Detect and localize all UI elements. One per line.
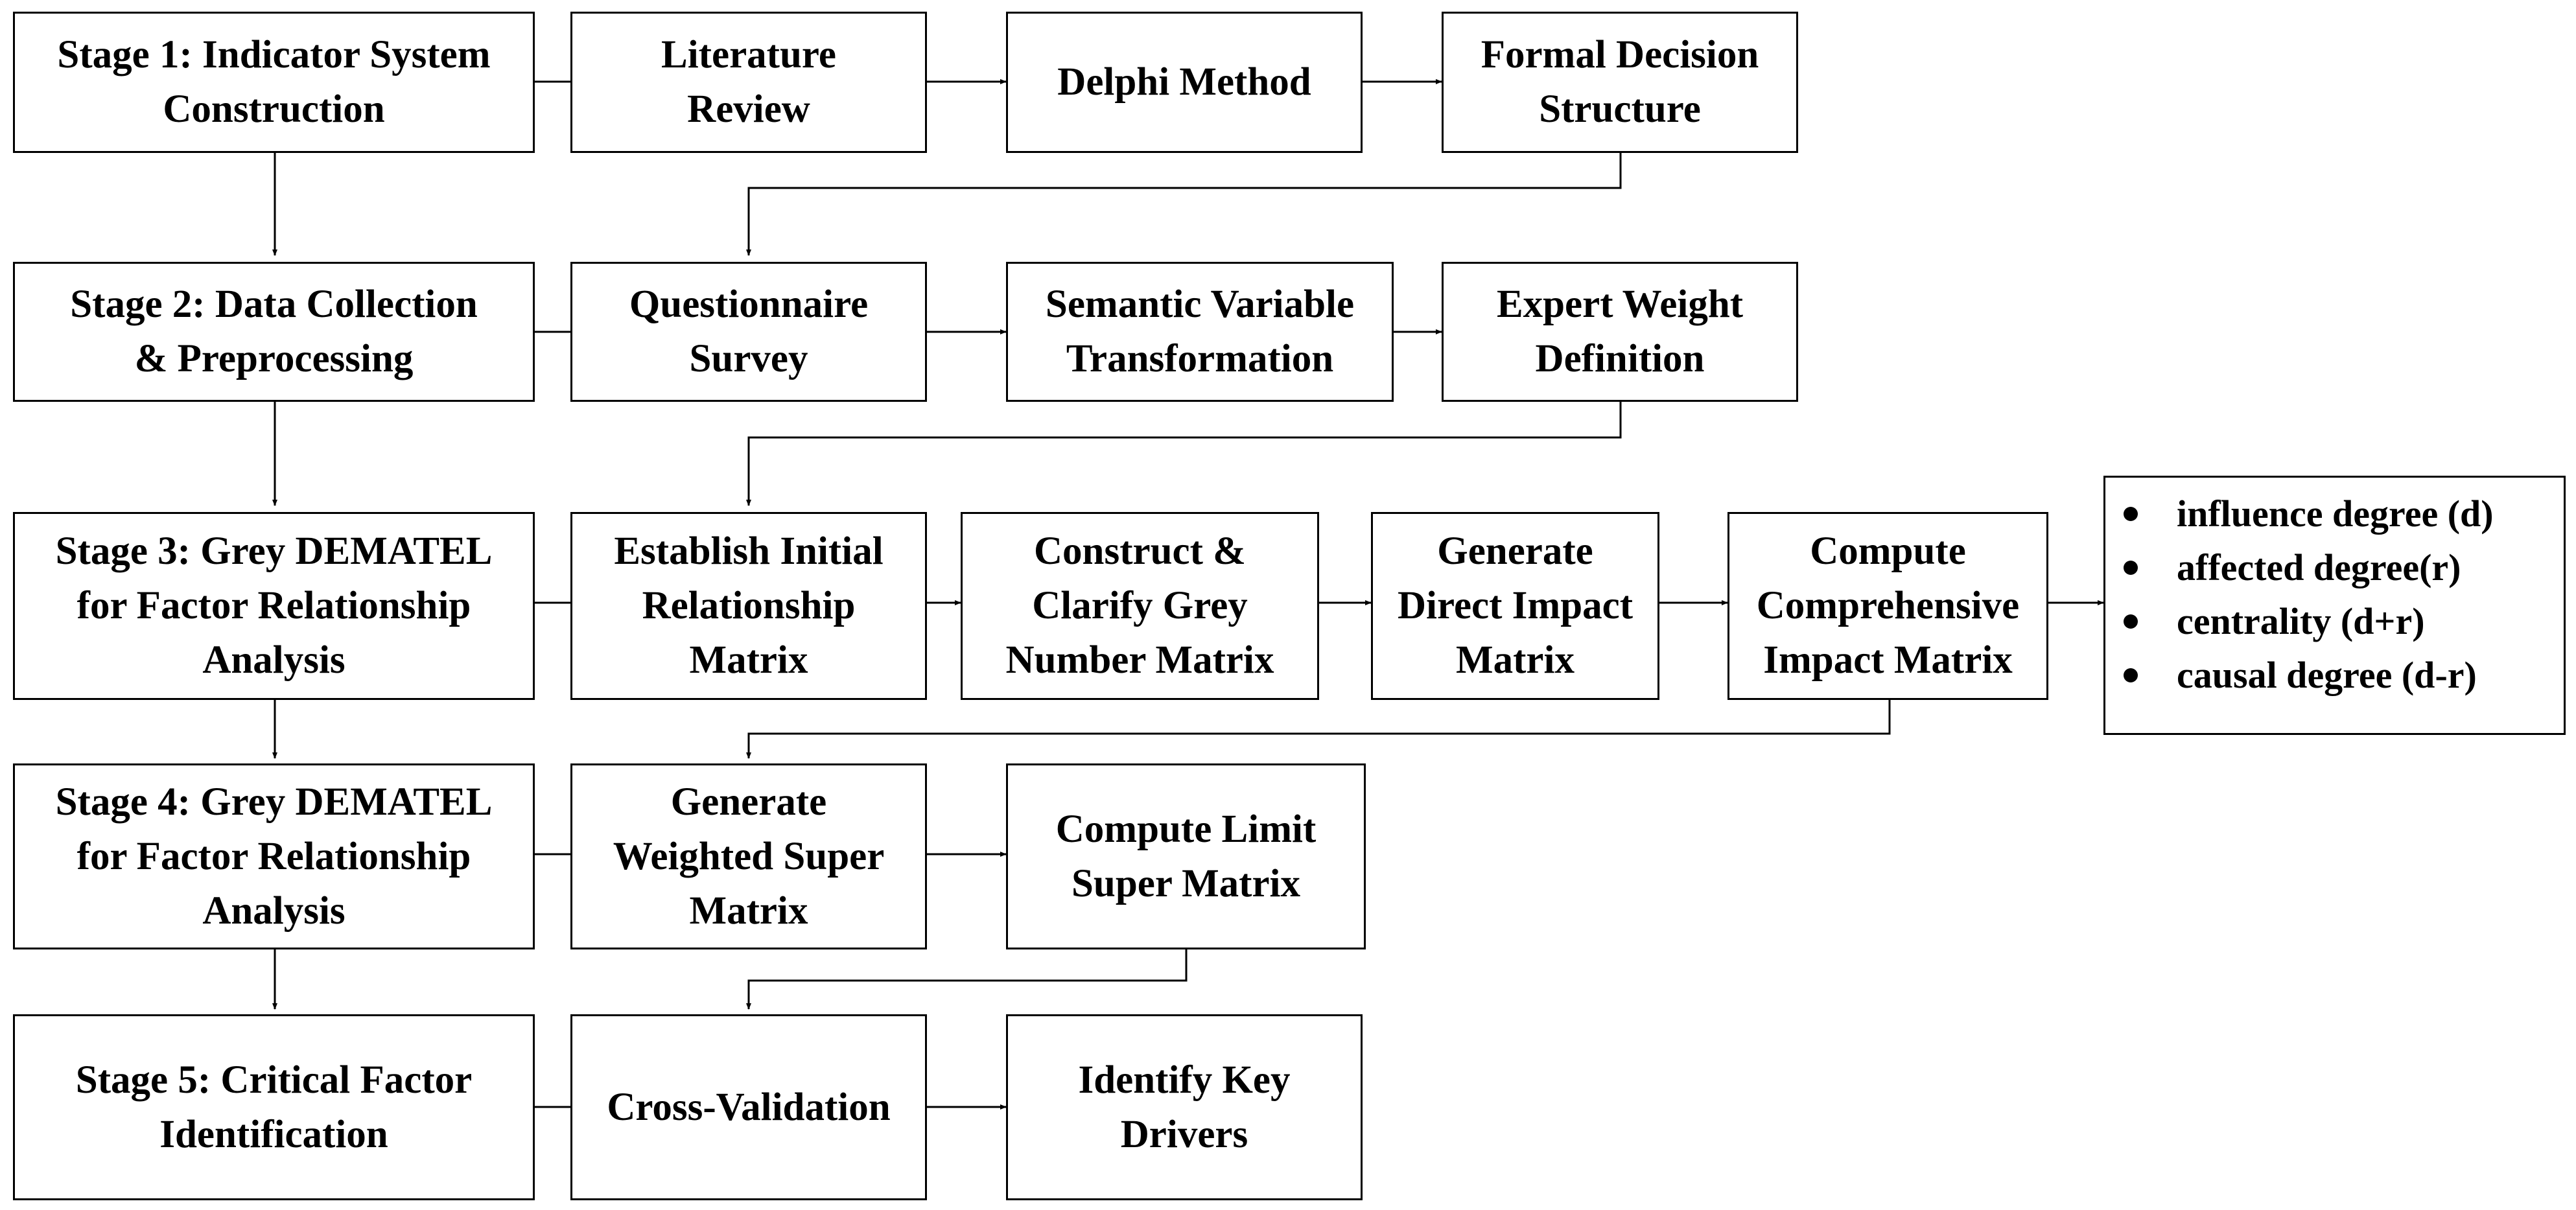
stage-1-box: Stage 1: Indicator System Construction [13,12,535,153]
stage-4-box: Stage 4: Grey DEMATEL for Factor Relatio… [13,763,535,949]
semantic-variable-transformation-box: Semantic Variable Transformation [1006,262,1394,402]
metric-label: affected degree(r) [2177,546,2461,588]
stage-3-box: Stage 3: Grey DEMATEL for Factor Relatio… [13,512,535,700]
metrics-list: influence degree (d) affected degree(r) … [2105,487,2564,702]
delphi-method-box: Delphi Method [1006,12,1363,153]
metric-item: influence degree (d) [2105,487,2564,541]
generate-direct-impact-matrix-box: Generate Direct Impact Matrix [1371,512,1659,700]
arrow-formal-questionnaire [746,153,1622,256]
compute-limit-super-matrix-box: Compute Limit Super Matrix [1006,763,1366,949]
bullet-icon [2124,506,2138,521]
identify-key-drivers-box: Identify Key Drivers [1006,1014,1363,1200]
generate-weighted-super-matrix-box: Generate Weighted Super Matrix [570,763,927,949]
bullet-icon [2124,614,2138,629]
metric-label: causal degree (d-r) [2177,654,2477,696]
formal-decision-structure-box: Formal Decision Structure [1442,12,1798,153]
metric-label: influence degree (d) [2177,493,2494,535]
metric-item: causal degree (d-r) [2105,648,2564,702]
literature-review-box: Literature Review [570,12,927,153]
construct-clarify-grey-number-matrix-box: Construct & Clarify Grey Number Matrix [961,512,1319,700]
expert-weight-definition-box: Expert Weight Definition [1442,262,1798,402]
establish-initial-relationship-matrix-box: Establish Initial Relationship Matrix [570,512,927,700]
compute-comprehensive-impact-matrix-box: Compute Comprehensive Impact Matrix [1727,512,2048,700]
cross-validation-box: Cross-Validation [570,1014,927,1200]
metric-label: centrality (d+r) [2177,600,2425,642]
metric-item: centrality (d+r) [2105,594,2564,648]
questionnaire-survey-box: Questionnaire Survey [570,262,927,402]
arrow-compute-weighted [746,700,1891,759]
metrics-box: influence degree (d) affected degree(r) … [2103,476,2566,735]
metric-item: affected degree(r) [2105,541,2564,594]
bullet-icon [2124,668,2138,682]
arrow-limit-crossvalidation [746,949,1188,1010]
bullet-icon [2124,560,2138,575]
stage-5-box: Stage 5: Critical Factor Identification [13,1014,535,1200]
stage-2-box: Stage 2: Data Collection & Preprocessing [13,262,535,402]
arrow-expert-establish [746,402,1622,506]
